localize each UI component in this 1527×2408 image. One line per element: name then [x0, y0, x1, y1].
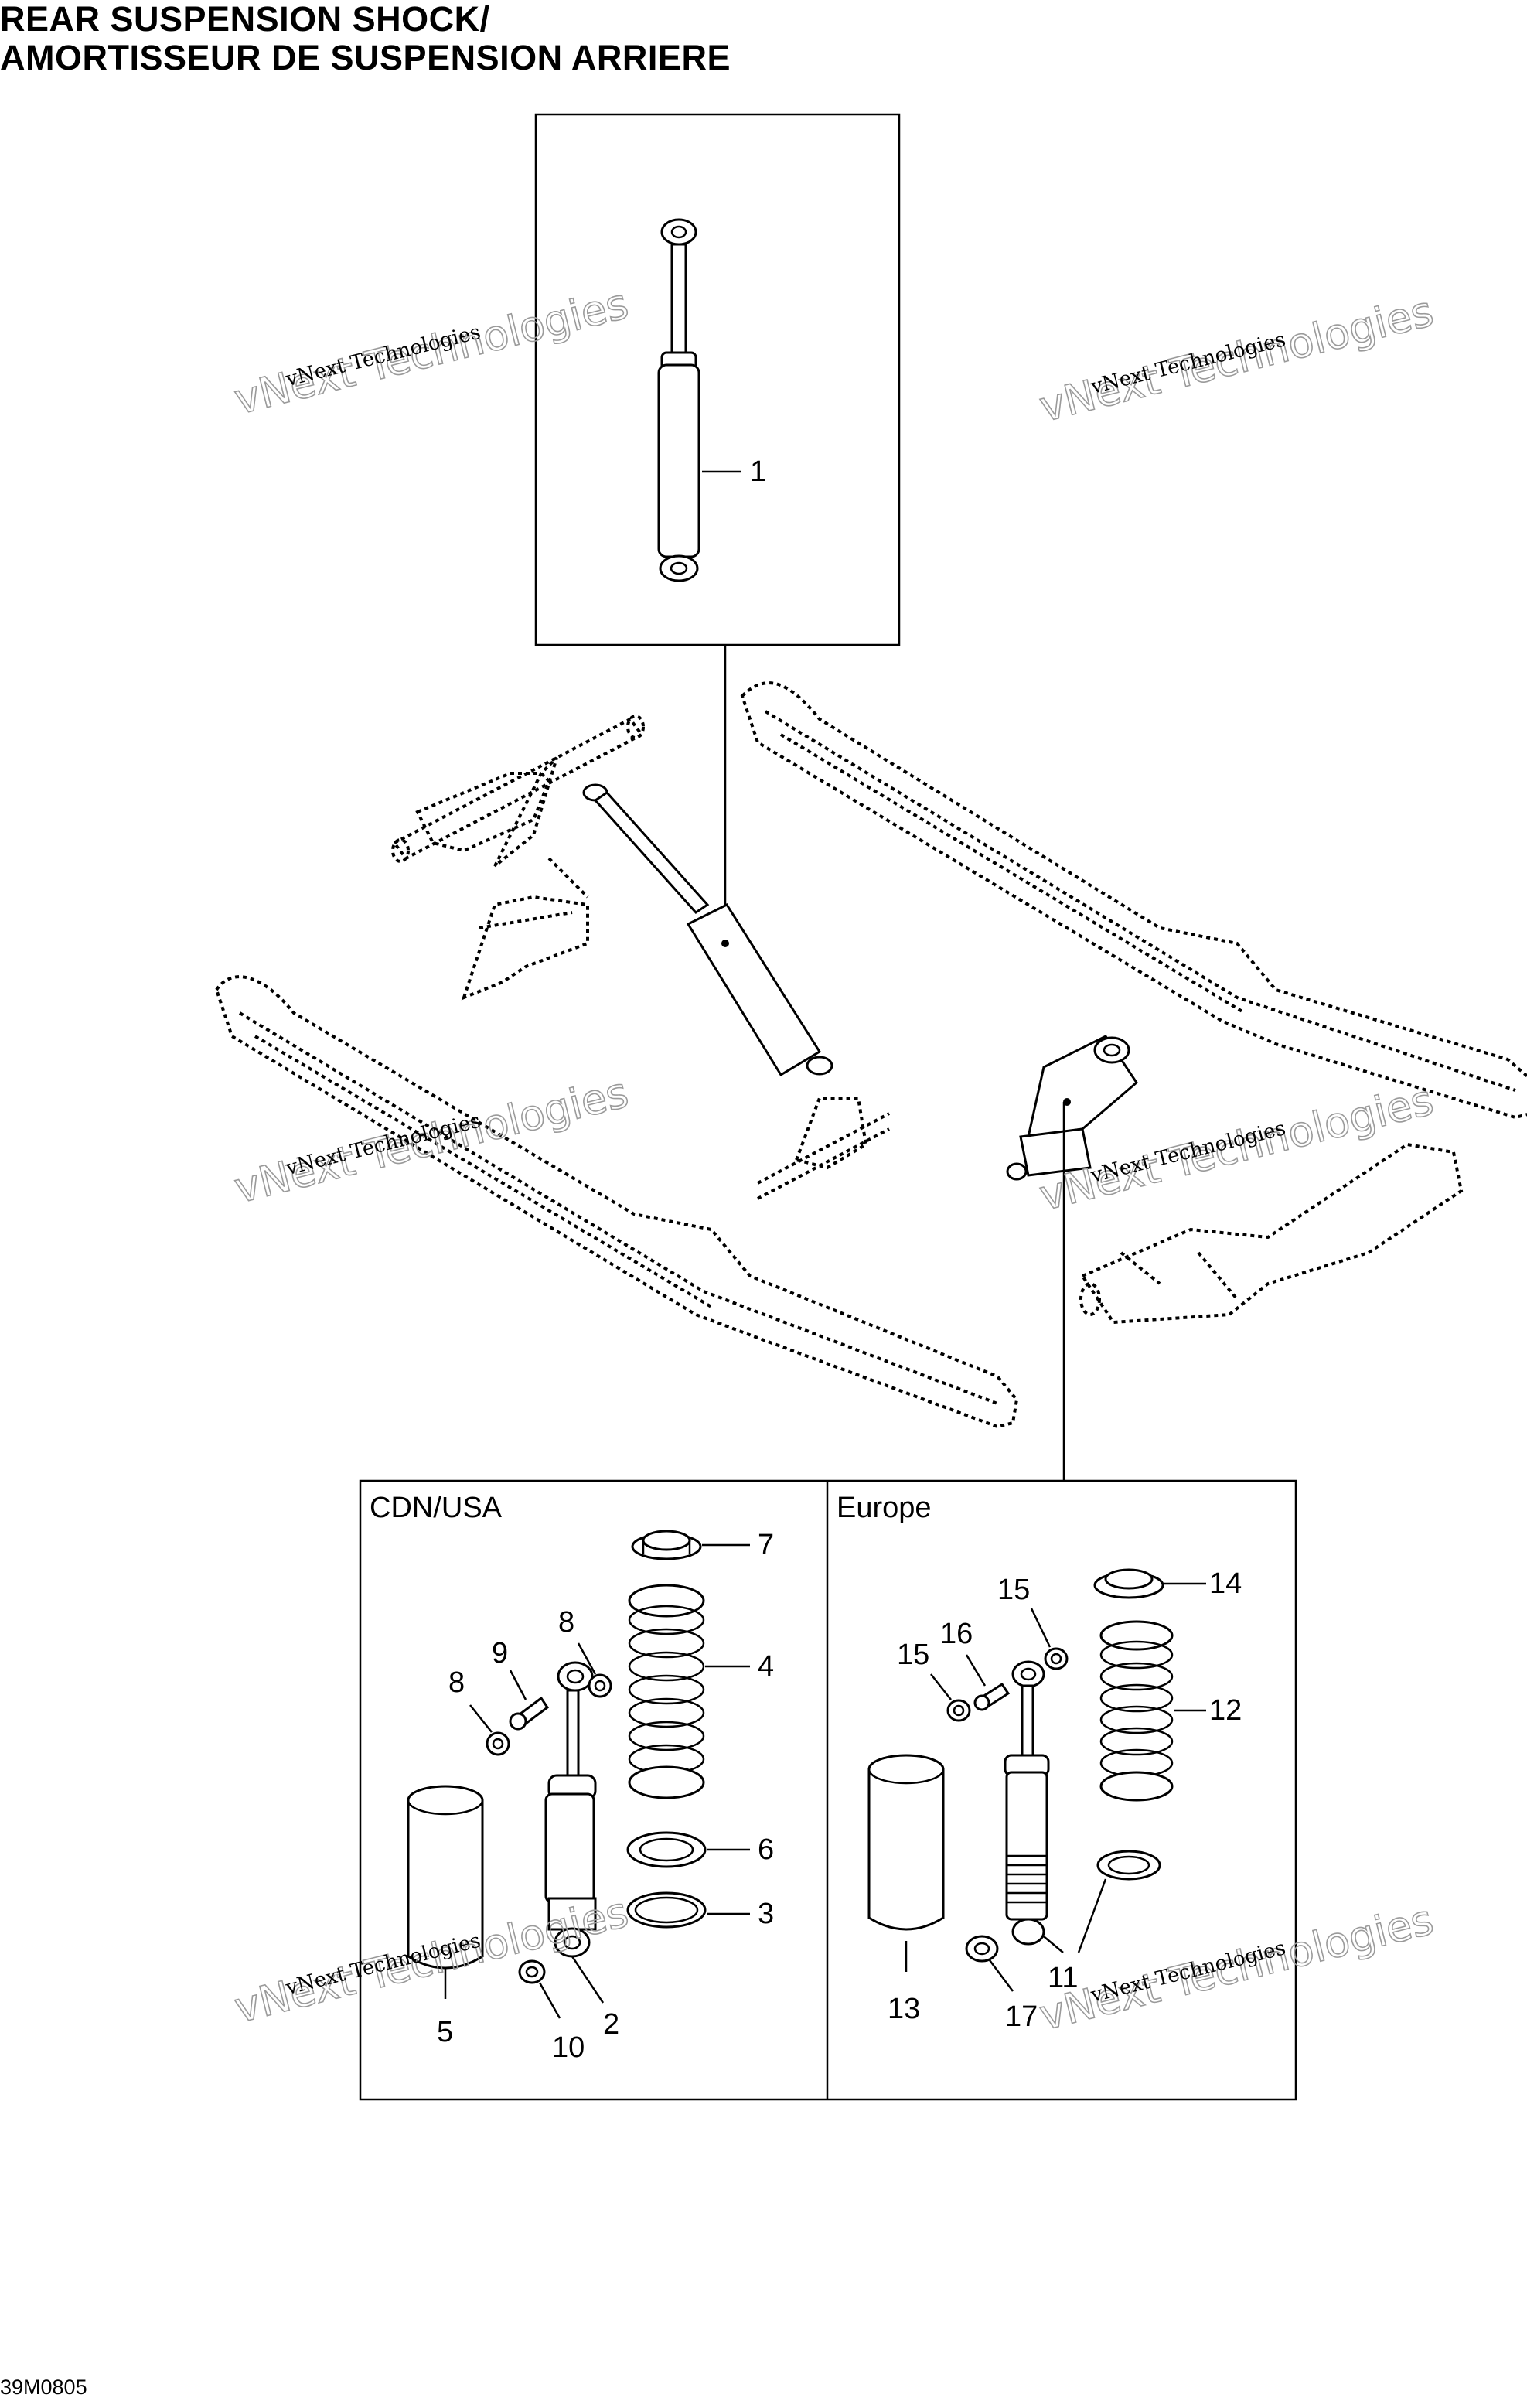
diagram-title-french: AMORTISSEUR DE SUSPENSION ARRIERE: [0, 38, 731, 77]
callout-4: 4: [758, 1650, 774, 1683]
rear-shock-part: [657, 218, 700, 582]
callout-7: 7: [758, 1529, 774, 1561]
shock-detail-frame: [534, 113, 901, 646]
drawing-code: 39M0805: [0, 2376, 87, 2399]
callout-3: 3: [758, 1898, 774, 1930]
shock-body-cdn: [544, 1661, 597, 1958]
watermark-top-right: vNext Technologies vNext Technologies: [1034, 286, 1439, 432]
front-arm-assembly: [391, 715, 645, 1001]
rear-arm-assembly: [1079, 1142, 1464, 1325]
shock-body-europe: [1004, 1660, 1050, 1946]
region-label-europe: Europe: [837, 1492, 932, 1524]
callout-2: 2: [603, 2008, 619, 2041]
watermark-top-left: vNext Technologies vNext Technologies: [229, 278, 633, 425]
callout-13: 13: [888, 1993, 920, 2025]
suspension-assembly: [214, 681, 1527, 1429]
watermark-mid-left: vNext Technologies vNext Technologies: [229, 1067, 633, 1213]
callout-17: 17: [1005, 2000, 1038, 2033]
rear-shock-installed: [582, 783, 833, 1077]
callout-8-right: 8: [558, 1606, 574, 1639]
callout-15-right: 15: [997, 1574, 1030, 1606]
watermark-bottom-right: vNext Technologies vNext Technologies: [1034, 1895, 1439, 2041]
callout-11: 11: [1048, 1962, 1078, 1994]
callout-10: 10: [552, 2031, 585, 2064]
coil-shock-installed: [1006, 1035, 1138, 1181]
cdn-usa-parts: 7 4 6 3 5: [407, 1529, 774, 2064]
spring-cdn: [628, 1584, 705, 1799]
callout-14: 14: [1209, 1567, 1242, 1600]
callout-6: 6: [758, 1833, 774, 1866]
callout-15-left: 15: [897, 1639, 929, 1671]
callout-9: 9: [492, 1637, 508, 1670]
spring-europe: [1099, 1620, 1174, 1802]
region-label-cdn-usa: CDN/USA: [370, 1492, 503, 1524]
callout-12: 12: [1209, 1694, 1242, 1727]
callout-16: 16: [940, 1618, 973, 1650]
diagram-title-english: REAR SUSPENSION SHOCK/: [0, 0, 490, 39]
callout-5: 5: [437, 2016, 453, 2048]
callout-1: 1: [750, 455, 766, 488]
left-rail: [214, 975, 1019, 1429]
callout-8-left: 8: [448, 1666, 465, 1699]
europe-parts: 14 12 11 13: [867, 1567, 1242, 2033]
right-rail: [740, 681, 1527, 1120]
